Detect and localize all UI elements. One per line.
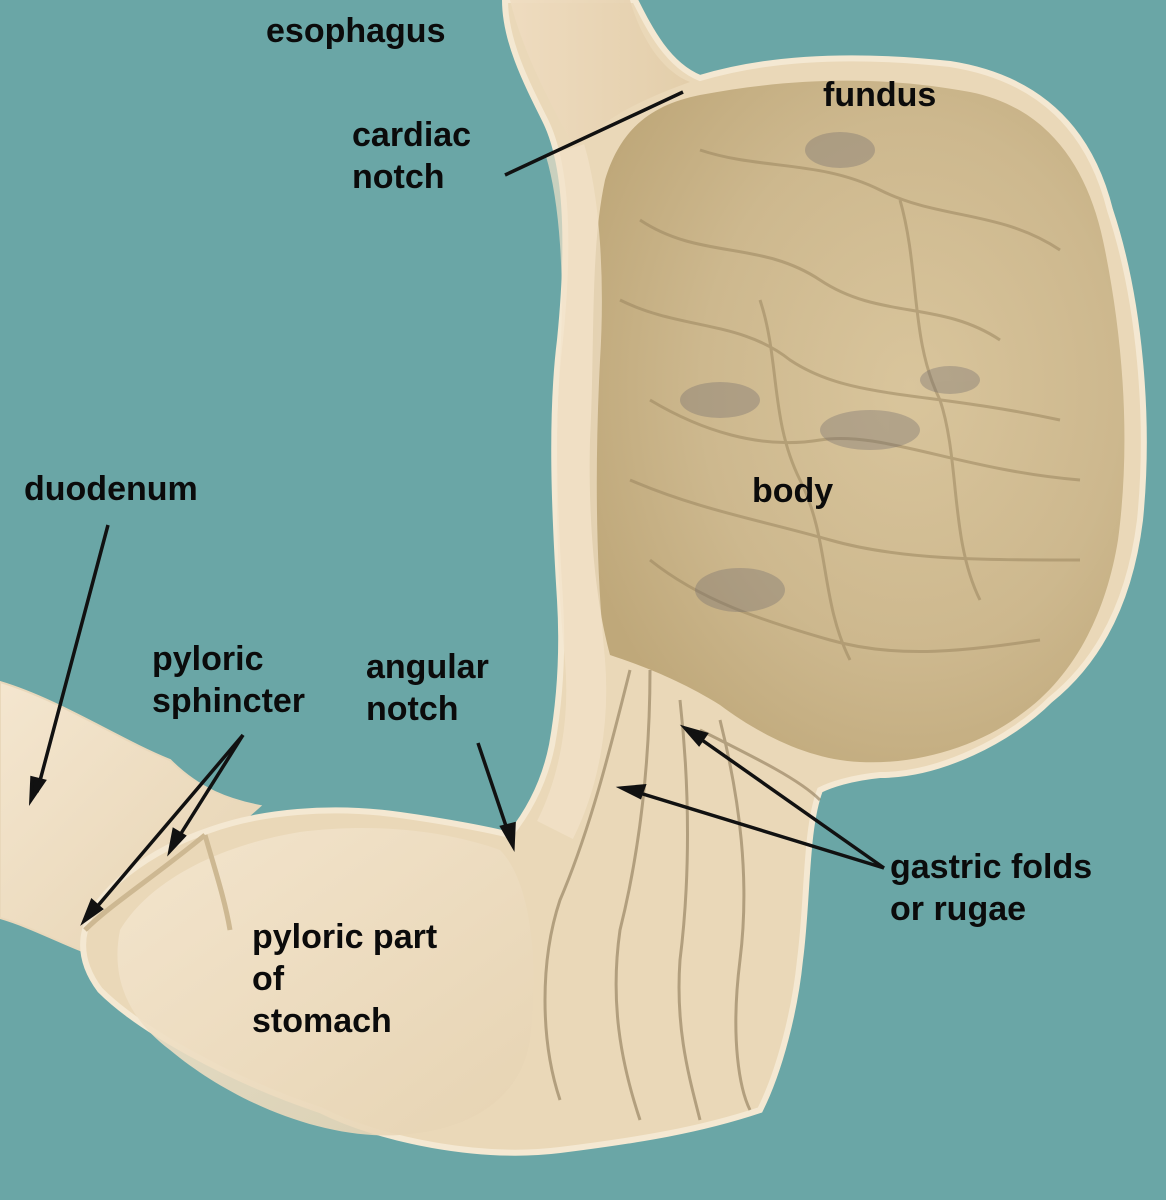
pyloric-part-tissue (117, 828, 534, 1136)
pyloric-sphincter-ring (83, 833, 233, 932)
esophagus-tissue (510, 0, 690, 150)
mucosa-shadows (680, 132, 980, 612)
gastric-fold-lines (543, 669, 822, 1121)
pointer-lines (28, 90, 886, 926)
label-pyloric-sphincter: pyloric sphincter (152, 640, 306, 720)
label-pyloric-part: pyloric part of stomach (252, 918, 438, 1040)
label-angular-notch: angular notch (366, 648, 489, 728)
lesser-curvature (536, 144, 607, 839)
body-interior (589, 80, 1125, 763)
label-esophagus: esophagus (266, 12, 446, 50)
label-body: body (752, 472, 834, 510)
mucosa-texture (619, 148, 1081, 661)
label-fundus: fundus (823, 76, 937, 114)
label-duodenum: duodenum (24, 470, 198, 508)
duodenum-tissue (0, 680, 263, 952)
label-gastric-folds: gastric folds or rugae (890, 848, 1093, 928)
label-cardiac-notch: cardiac notch (352, 116, 472, 196)
